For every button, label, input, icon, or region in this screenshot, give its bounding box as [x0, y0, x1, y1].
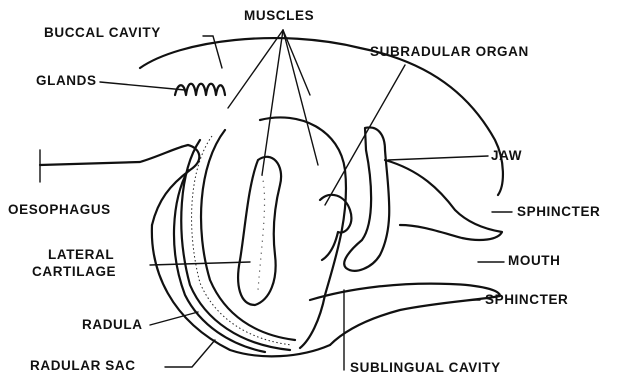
label-sphincter-upper: SPHINCTER: [517, 204, 600, 220]
label-subradular-organ: SUBRADULAR ORGAN: [370, 44, 529, 60]
label-sphincter-lower: SPHINCTER: [485, 292, 568, 308]
leader-muscles-a: [262, 30, 283, 175]
lateral-cartilage: [238, 157, 281, 305]
upper-lip: [385, 160, 502, 240]
leader-lateral-cartilage: [150, 262, 250, 265]
leader-muscles-c: [228, 30, 283, 108]
dorsal-body-outline: [140, 38, 503, 195]
label-muscles: MUSCLES: [244, 8, 314, 24]
leader-jaw: [388, 156, 488, 160]
leader-glands: [100, 82, 185, 90]
label-buccal-cavity: BUCCAL CAVITY: [44, 25, 161, 41]
label-mouth: MOUTH: [508, 253, 561, 269]
leader-buccal-cavity: [203, 36, 222, 68]
label-sublingual-cavity: SUBLINGUAL CAVITY: [350, 360, 501, 376]
lower-lip: [310, 284, 500, 345]
label-jaw: JAW: [491, 148, 522, 164]
label-radular-sac: RADULAR SAC: [30, 358, 136, 374]
label-lateral: LATERAL: [48, 247, 114, 263]
leader-radular-sac: [165, 340, 215, 367]
label-oesophagus: OESOPHAGUS: [8, 202, 111, 218]
jaw-shape: [344, 127, 389, 270]
label-glands: GLANDS: [36, 73, 97, 89]
leader-muscles-b: [283, 30, 318, 165]
cartilage-texture: [258, 175, 265, 290]
label-radula: RADULA: [82, 317, 143, 333]
leader-subradular-organ: [325, 65, 405, 205]
label-cartilage: CARTILAGE: [32, 264, 116, 280]
radula-band-inner: [201, 130, 295, 340]
